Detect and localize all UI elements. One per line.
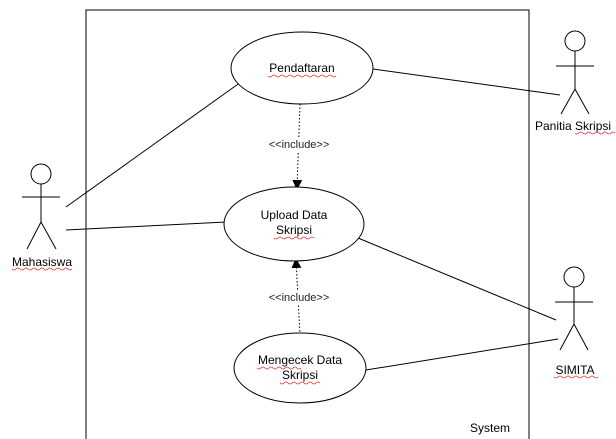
spellcheck-underline [267, 74, 337, 78]
include-label-bottom: <<include>> [269, 292, 330, 304]
actor-right-leg [573, 323, 589, 351]
include-label-bg-top [262, 137, 336, 151]
actor-simita[interactable] [555, 266, 593, 351]
actor-left-leg [559, 323, 575, 351]
actor-head [564, 30, 586, 52]
spellcheck-underline [553, 375, 599, 379]
use-case-mengecek-data-skripsi[interactable] [233, 332, 367, 404]
actor-mahasiswa[interactable] [22, 163, 60, 250]
use-case-pendaftaran-label: Pendaftaran [269, 61, 334, 75]
include-label-top: <<include>> [269, 139, 330, 151]
actor-mahasiswa-label: Mahasiswa [12, 255, 72, 269]
actor-head [30, 163, 52, 185]
use-case-upload-label-line2: Skripsi [276, 223, 312, 237]
association-mahasiswa-upload [65, 221, 227, 231]
use-case-pendaftaran[interactable] [230, 31, 374, 105]
use-case-upload-data-skripsi[interactable] [223, 186, 365, 262]
include-label-bg-bottom [262, 290, 336, 304]
use-case-upload-label-line1: Upload Data [261, 208, 328, 222]
spellcheck-underline [279, 381, 321, 385]
actor-left-leg [26, 221, 42, 250]
actor-simita-label: SIMITA [555, 363, 594, 377]
spellcheck-underline [256, 366, 302, 370]
actor-head [563, 266, 585, 288]
spellcheck-underline [273, 236, 315, 240]
actor-right-leg [574, 88, 590, 115]
actor-left-leg [560, 88, 576, 115]
association-upload-simita [357, 237, 557, 321]
association-mahasiswa-pendaftaran [65, 81, 242, 208]
system-boundary [85, 9, 530, 439]
use-case-mengecek-label-line1: Mengecek Data [258, 353, 342, 367]
actor-right-leg [40, 221, 57, 250]
actor-panitia-skripsi[interactable] [556, 30, 594, 115]
use-case-mengecek-label-line2: Skripsi [282, 368, 318, 382]
spellcheck-underline [574, 131, 616, 135]
spellcheck-underline [11, 267, 73, 271]
association-mengecek-simita [365, 338, 559, 371]
association-pendaftaran-panitia [372, 68, 561, 96]
actor-panitia-skripsi-label: Panitia Skripsi [535, 119, 611, 133]
system-label: System [470, 421, 510, 435]
